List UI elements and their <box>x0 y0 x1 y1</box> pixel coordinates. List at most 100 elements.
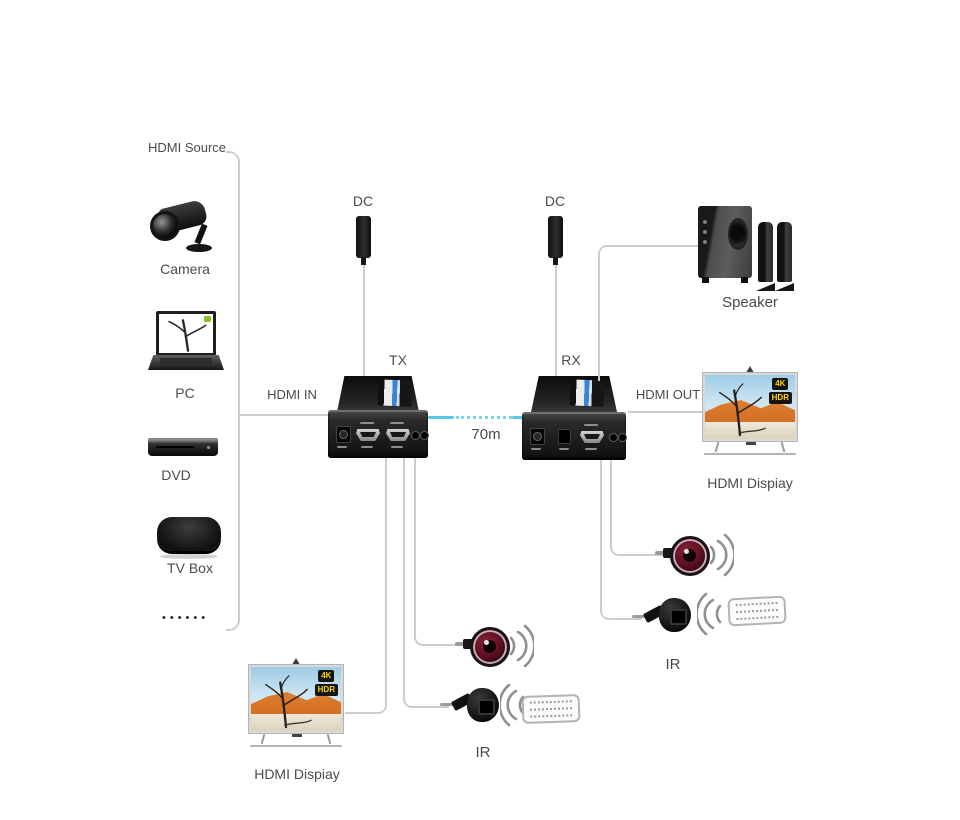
ir-emitter-connector <box>663 548 673 558</box>
tv-stand-notch <box>746 442 756 445</box>
source-group-bracket <box>226 151 240 631</box>
ir-receiver-icon <box>467 688 499 722</box>
rx-ir-jack-2 <box>618 433 627 442</box>
ir-emitter-icon <box>470 627 510 667</box>
badge-4k: 4K <box>318 670 335 682</box>
tx-ir-jack-2 <box>420 431 429 440</box>
remote-control-icon <box>727 595 787 627</box>
ir-emitter-connector <box>463 639 473 649</box>
rx-port-mark <box>559 448 569 450</box>
badge-4k: 4K <box>772 378 789 390</box>
badge-4k-hdr: 4K HDR <box>314 670 338 696</box>
laptop-screen <box>156 311 216 356</box>
remote-buttons-row <box>735 601 778 607</box>
desert-tree-art <box>265 675 312 729</box>
badge-hdr: HDR <box>314 684 338 696</box>
tv-camera-bump <box>292 658 300 664</box>
rx-dc-port <box>530 428 545 445</box>
badge-hdr: HDR <box>768 392 792 404</box>
tv-box-body <box>157 517 221 551</box>
speaker-label: Speaker <box>722 294 778 311</box>
tx-label: TX <box>389 352 407 368</box>
rx-extender-device <box>522 376 627 460</box>
pc-label: PC <box>175 385 195 401</box>
ir-waves-icon <box>697 592 722 636</box>
tx-dc-port <box>336 426 351 443</box>
link-cable-dotted <box>456 416 512 419</box>
satellite-foot <box>775 283 794 291</box>
rx-port-mark <box>585 448 597 450</box>
tv-screen: 4K HDR <box>705 375 795 439</box>
tv-camera-bump <box>746 366 754 372</box>
speaker-line <box>598 245 702 381</box>
hdmi-display-bottom-label: HDMI Dispiay <box>254 766 340 782</box>
tv-stand <box>248 733 344 747</box>
subwoofer-foot <box>741 277 748 283</box>
remote-buttons-row <box>530 714 573 718</box>
subwoofer-knob <box>703 220 707 224</box>
rx-ir-receiver-line <box>600 460 642 620</box>
tv-box-icon <box>156 517 224 559</box>
dc-tx-cable <box>363 256 365 380</box>
ir-receiver-icon <box>659 598 691 632</box>
link-cable-left <box>428 416 454 419</box>
hdmi-out-line <box>628 411 704 413</box>
rx-port-mark <box>531 448 541 450</box>
dvd-label: DVD <box>161 467 191 483</box>
satellite-foot <box>756 283 775 291</box>
tx-top-sticker <box>377 379 413 407</box>
dc-rx-plug-icon <box>548 216 563 265</box>
tx-loopout-line <box>345 458 387 714</box>
tx-port-mark <box>361 446 373 448</box>
tv-leg <box>714 441 720 453</box>
subwoofer-foot <box>702 277 709 283</box>
tx-hdmi-output-port <box>356 429 380 441</box>
tx-ir-emitter-line <box>414 458 462 646</box>
tv-leg <box>780 441 786 453</box>
tv-frame: 4K HDR <box>248 664 344 734</box>
tx-ir-jack-1 <box>411 431 420 440</box>
ir-receiver-cable <box>440 703 458 706</box>
hdmi-in-line <box>239 414 331 416</box>
satellite-speaker-right <box>775 222 794 291</box>
ir-receiver-cable <box>632 615 650 618</box>
dvd-icon <box>148 438 218 462</box>
rx-hdmi-output-port <box>580 431 604 443</box>
tv-screen: 4K HDR <box>251 667 341 731</box>
pc-icon <box>148 311 224 375</box>
remote-control-icon <box>521 693 581 725</box>
ir-rx-label: IR <box>665 656 681 673</box>
link-distance-label: 70m <box>471 426 501 443</box>
tx-ir-receiver-line <box>403 458 449 708</box>
rx-ir-jack-1 <box>609 433 618 442</box>
desert-tree-art <box>168 319 207 352</box>
hdmi-display-right-label: HDMI Dispiay <box>707 475 793 491</box>
camera-arm <box>194 223 208 245</box>
laptop-keyboard <box>160 358 212 365</box>
tx-port-mark <box>360 422 374 424</box>
rx-front-panel <box>522 412 627 460</box>
camera-lens <box>150 211 180 241</box>
camera-foot <box>186 244 212 252</box>
dvd-led <box>207 446 210 449</box>
tx-port-mark <box>391 446 403 448</box>
rx-label: RX <box>561 352 581 368</box>
link-cable-right <box>512 416 524 419</box>
ir-emitter-icon <box>670 536 710 576</box>
dc-rx-cable <box>555 256 557 380</box>
remote-buttons-row <box>735 608 779 614</box>
badge-4k-hdr: 4K HDR <box>768 378 792 404</box>
desert-tree-art <box>719 383 766 437</box>
tv-base <box>250 745 342 747</box>
ir-waves-icon <box>509 624 534 668</box>
subwoofer-vent <box>728 218 748 250</box>
ir-tx-label: IR <box>475 744 491 761</box>
dc-tx-plug-icon <box>356 216 371 265</box>
dc-tx-label: DC <box>352 193 374 209</box>
hdmi-source-label: HDMI Source <box>147 140 227 155</box>
tv-frame: 4K HDR <box>702 372 798 442</box>
subwoofer <box>698 206 752 283</box>
satellite-speaker-left <box>756 222 775 291</box>
tx-front-panel <box>328 410 429 458</box>
